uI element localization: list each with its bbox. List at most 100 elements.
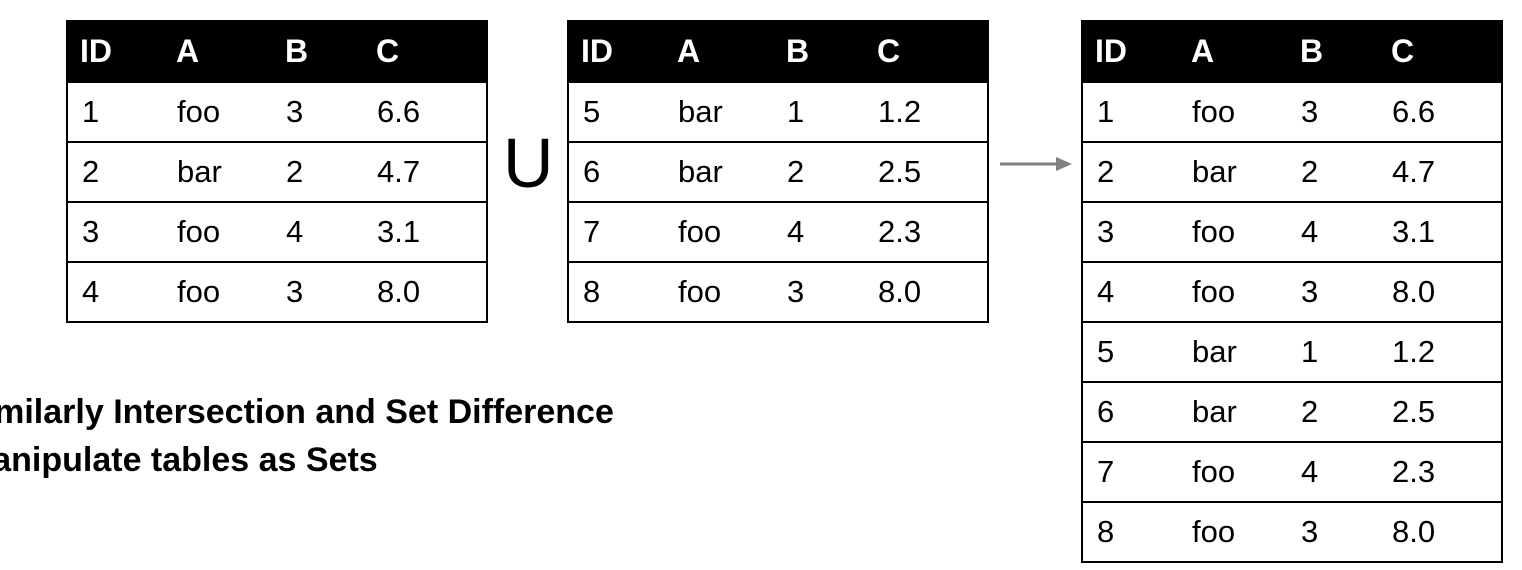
cell-b: 3 bbox=[272, 81, 363, 143]
cell-b: 4 bbox=[272, 201, 363, 263]
caption-line-1: Similarly Intersection and Set Differenc… bbox=[0, 393, 614, 431]
cell-c: 3.1 bbox=[1378, 201, 1503, 263]
cell-c: 2.5 bbox=[1378, 381, 1503, 443]
cell-c: 1.2 bbox=[864, 81, 989, 143]
result-table: ID A B C 1 foo 3 6.6 2 bar 2 4.7 3 foo 4… bbox=[1081, 20, 1503, 563]
cell-a: foo bbox=[163, 261, 272, 323]
cell-b: 1 bbox=[773, 81, 864, 143]
cell-b: 4 bbox=[1287, 201, 1378, 263]
caption-line-2: manipulate tables as Sets bbox=[0, 441, 378, 479]
cell-a: foo bbox=[163, 201, 272, 263]
cell-b: 3 bbox=[1287, 501, 1378, 563]
cell-b: 4 bbox=[1287, 441, 1378, 503]
cell-a: foo bbox=[1178, 441, 1287, 503]
cell-id: 2 bbox=[1081, 141, 1178, 203]
cell-b: 4 bbox=[773, 201, 864, 263]
table-row: 1 foo 3 6.6 bbox=[1081, 81, 1503, 143]
union-symbol: U bbox=[503, 124, 554, 202]
cell-c: 1.2 bbox=[1378, 321, 1503, 383]
column-header-c: C bbox=[863, 20, 989, 83]
cell-id: 6 bbox=[567, 141, 664, 203]
column-header-a: A bbox=[162, 20, 273, 83]
cell-b: 2 bbox=[1287, 381, 1378, 443]
table-row: 2 bar 2 4.7 bbox=[1081, 141, 1503, 203]
cell-b: 3 bbox=[1287, 81, 1378, 143]
cell-id: 1 bbox=[1081, 81, 1178, 143]
column-header-id: ID bbox=[1081, 20, 1179, 83]
table-row: 7 foo 4 2.3 bbox=[567, 201, 989, 263]
table-row: 3 foo 4 3.1 bbox=[66, 201, 488, 263]
cell-id: 6 bbox=[1081, 381, 1178, 443]
cell-c: 6.6 bbox=[363, 81, 488, 143]
header-row: ID A B C bbox=[567, 20, 989, 83]
caption: Similarly Intersection and Set Differenc… bbox=[0, 388, 614, 484]
cell-id: 8 bbox=[567, 261, 664, 323]
column-header-c: C bbox=[1377, 20, 1503, 83]
cell-id: 2 bbox=[66, 141, 163, 203]
table-row: 6 bar 2 2.5 bbox=[567, 141, 989, 203]
cell-id: 5 bbox=[1081, 321, 1178, 383]
cell-id: 4 bbox=[66, 261, 163, 323]
table-row: 5 bar 1 1.2 bbox=[567, 81, 989, 143]
cell-b: 2 bbox=[272, 141, 363, 203]
table-row: 7 foo 4 2.3 bbox=[1081, 441, 1503, 503]
table-row: 5 bar 1 1.2 bbox=[1081, 321, 1503, 383]
table-row: 8 foo 3 8.0 bbox=[567, 261, 989, 323]
cell-a: foo bbox=[1178, 501, 1287, 563]
cell-c: 4.7 bbox=[1378, 141, 1503, 203]
cell-b: 3 bbox=[773, 261, 864, 323]
table-row: 3 foo 4 3.1 bbox=[1081, 201, 1503, 263]
cell-a: bar bbox=[1178, 321, 1287, 383]
column-header-id: ID bbox=[66, 20, 164, 83]
column-header-c: C bbox=[362, 20, 488, 83]
cell-a: foo bbox=[664, 201, 773, 263]
cell-id: 3 bbox=[1081, 201, 1178, 263]
cell-c: 8.0 bbox=[1378, 501, 1503, 563]
cell-a: bar bbox=[163, 141, 272, 203]
column-header-b: B bbox=[772, 20, 865, 83]
cell-b: 3 bbox=[1287, 261, 1378, 323]
cell-a: bar bbox=[1178, 141, 1287, 203]
cell-a: foo bbox=[1178, 261, 1287, 323]
cell-b: 3 bbox=[272, 261, 363, 323]
column-header-id: ID bbox=[567, 20, 665, 83]
cell-b: 2 bbox=[773, 141, 864, 203]
cell-c: 4.7 bbox=[363, 141, 488, 203]
cell-a: bar bbox=[664, 141, 773, 203]
cell-b: 1 bbox=[1287, 321, 1378, 383]
cell-b: 2 bbox=[1287, 141, 1378, 203]
column-header-a: A bbox=[1177, 20, 1288, 83]
cell-c: 3.1 bbox=[363, 201, 488, 263]
table-row: 4 foo 3 8.0 bbox=[66, 261, 488, 323]
cell-c: 2.5 bbox=[864, 141, 989, 203]
column-header-a: A bbox=[663, 20, 774, 83]
column-header-b: B bbox=[271, 20, 364, 83]
table-row: 8 foo 3 8.0 bbox=[1081, 501, 1503, 563]
column-header-b: B bbox=[1286, 20, 1379, 83]
cell-c: 8.0 bbox=[864, 261, 989, 323]
cell-id: 8 bbox=[1081, 501, 1178, 563]
cell-a: foo bbox=[1178, 201, 1287, 263]
cell-id: 3 bbox=[66, 201, 163, 263]
cell-a: bar bbox=[1178, 381, 1287, 443]
cell-c: 8.0 bbox=[363, 261, 488, 323]
middle-table: ID A B C 5 bar 1 1.2 6 bar 2 2.5 7 foo 4… bbox=[567, 20, 989, 323]
cell-a: foo bbox=[664, 261, 773, 323]
cell-id: 4 bbox=[1081, 261, 1178, 323]
cell-id: 5 bbox=[567, 81, 664, 143]
left-table: ID A B C 1 foo 3 6.6 2 bar 2 4.7 3 foo 4… bbox=[66, 20, 488, 323]
cell-c: 2.3 bbox=[864, 201, 989, 263]
cell-c: 2.3 bbox=[1378, 441, 1503, 503]
cell-a: foo bbox=[163, 81, 272, 143]
cell-id: 7 bbox=[1081, 441, 1178, 503]
cell-id: 1 bbox=[66, 81, 163, 143]
table-row: 1 foo 3 6.6 bbox=[66, 81, 488, 143]
table-row: 6 bar 2 2.5 bbox=[1081, 381, 1503, 443]
cell-a: foo bbox=[1178, 81, 1287, 143]
header-row: ID A B C bbox=[66, 20, 488, 83]
table-row: 4 foo 3 8.0 bbox=[1081, 261, 1503, 323]
right-arrow-icon bbox=[1000, 157, 1072, 171]
cell-c: 6.6 bbox=[1378, 81, 1503, 143]
cell-id: 7 bbox=[567, 201, 664, 263]
cell-c: 8.0 bbox=[1378, 261, 1503, 323]
